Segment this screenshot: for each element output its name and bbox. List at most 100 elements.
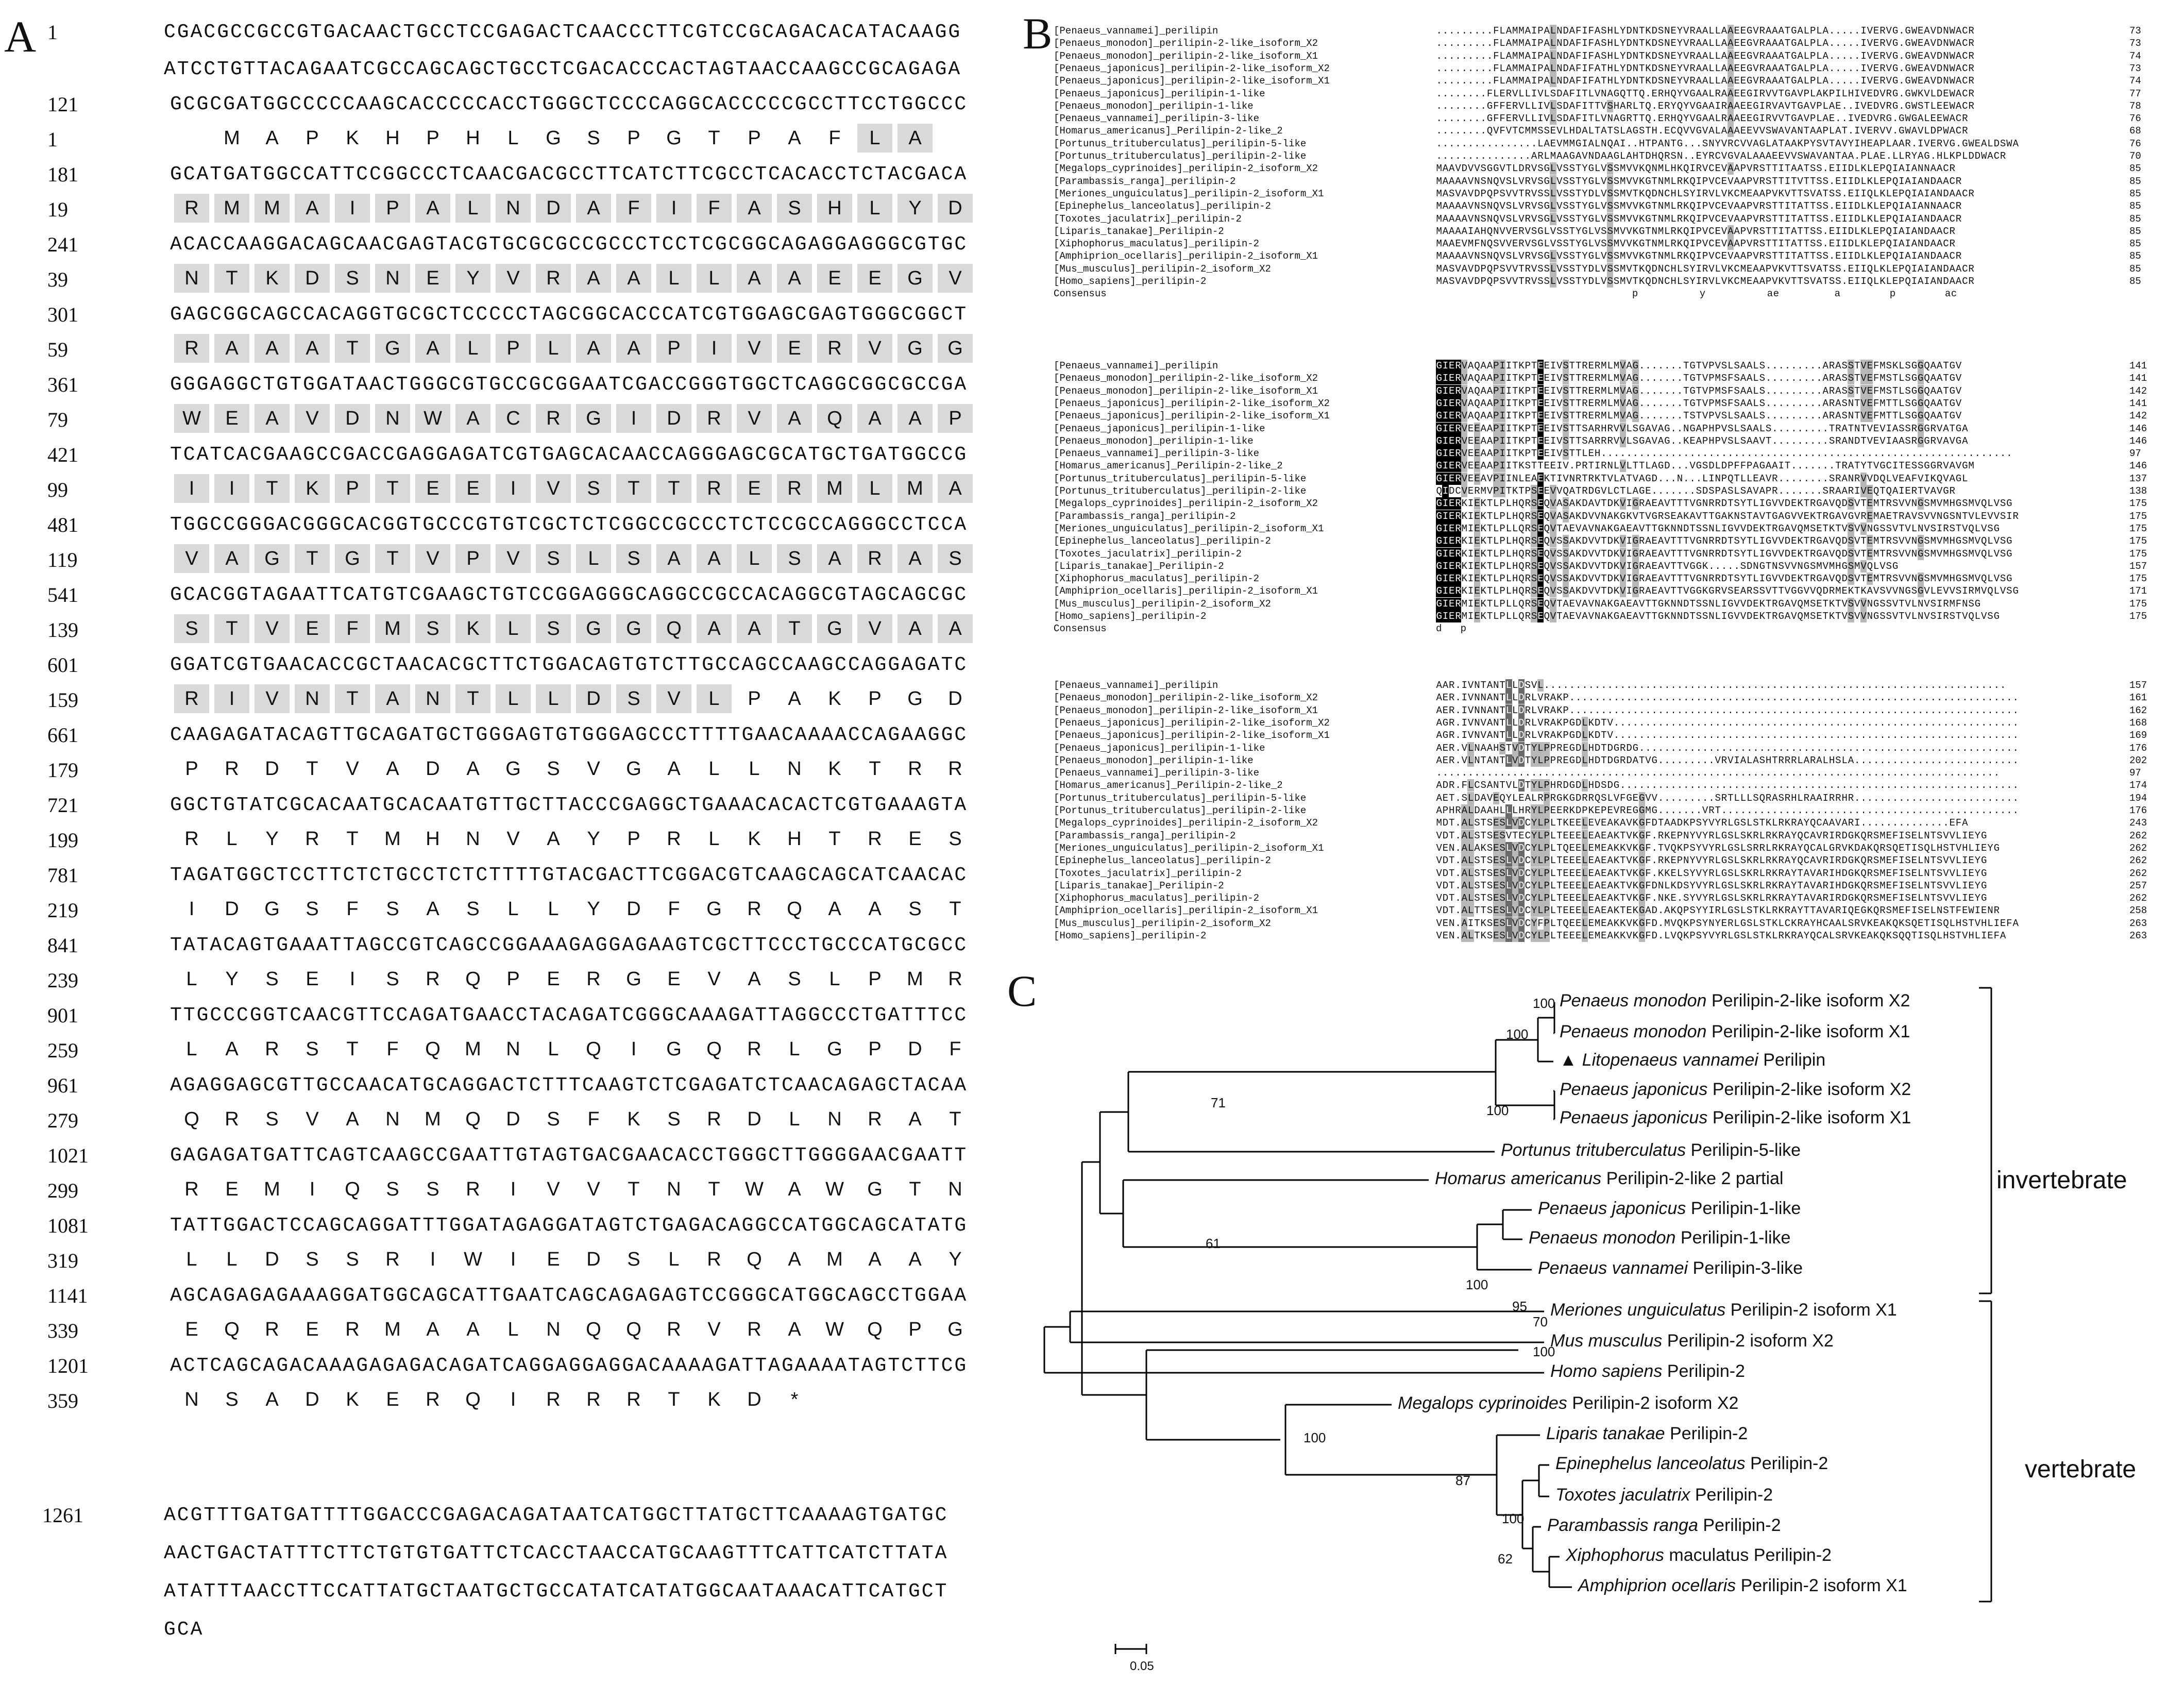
tree-leaf-label: Amphiprion ocellaris Perilipin-2 isoform… — [1578, 1576, 1907, 1596]
amino-acid: A — [898, 614, 933, 643]
protein-name: Perilipin-3-like — [1688, 1258, 1803, 1278]
amino-acid: A — [697, 544, 732, 573]
amino-acid: A — [214, 334, 249, 363]
amino-acid: A — [777, 264, 812, 293]
amino-acid: A — [466, 758, 480, 780]
amino-acid: T — [214, 264, 249, 293]
alignment-sequence-name: [Parambassis_ranga]_perilipin-2 — [1054, 510, 1236, 522]
amino-acid: G — [626, 968, 641, 990]
amino-acid: S — [547, 1108, 560, 1130]
aa-position-number: 199 — [47, 829, 78, 852]
nt-position-number: 721 — [47, 794, 78, 817]
amino-acid: V — [656, 684, 691, 713]
alignment-sequence: AER.VLNTANTLVDTYLPPREGDLHDTDGRDATVG.....… — [1436, 754, 2019, 767]
bootstrap-value: 100 — [1303, 1430, 1326, 1445]
amino-acid: V — [707, 968, 721, 990]
alignment-sequence-name: [Meriones_unguiculatus]_perilipin-2_isof… — [1054, 523, 1324, 534]
amino-acid: A — [576, 334, 611, 363]
bootstrap-value: 87 — [1455, 1473, 1470, 1488]
amino-acid: S — [777, 194, 812, 223]
alignment-sequence: VDT.ALSTSESLVDCYLPLTEEELEAEAKTVKGF.KKELS… — [1436, 867, 1987, 880]
amino-acid: Q — [867, 1319, 883, 1340]
amino-acid: Y — [587, 828, 600, 850]
group-label-vertebrate: vertebrate — [2025, 1456, 2137, 1483]
alignment-sequence-name: [Penaeus_japonicus]_perilipin-2-like_iso… — [1054, 717, 1330, 729]
amino-acid: F — [386, 1038, 399, 1060]
nt-position-number: 1081 — [47, 1214, 89, 1237]
alignment-sequence: ...............ARLMAAGAVNDAAGLAHTDHQRSN.… — [1436, 150, 2006, 162]
alignment-position-number: 162 — [2129, 704, 2147, 716]
alignment-position-number: 175 — [2129, 498, 2147, 510]
amino-acid: N — [375, 264, 410, 293]
amino-acid: L — [857, 474, 892, 503]
amino-acid: W — [174, 404, 209, 433]
amino-acid: N — [546, 1319, 561, 1340]
amino-acid: Q — [224, 1319, 240, 1340]
amino-acid: R — [667, 828, 681, 850]
nucleotide-line: TATTGGACTCCAGCAGGATTTGGATAGAGGATAGTCTGAG… — [170, 1215, 968, 1237]
amino-acid: K — [295, 474, 330, 503]
alignment-sequence: MASVAVDPQPSVVTRVSSLVSSTYDLVSSMVTKQDNCHLS… — [1436, 262, 1974, 275]
amino-acid: I — [335, 194, 370, 223]
alignment-position-number: 175 — [2129, 573, 2147, 585]
amino-acid: L — [455, 334, 490, 363]
amino-acid: R — [345, 1319, 360, 1340]
alignment-sequence: APHRALDAAHLLLHRYLPEERKDPKEPEVREGGMG.....… — [1436, 804, 2019, 817]
alignment-sequence: GIERMIEKTLPLLQRSEQVTAEVAVNAKGAEAVTTGKNND… — [1436, 597, 1981, 610]
amino-acid: V — [737, 334, 772, 363]
amino-acid: N — [375, 404, 410, 433]
amino-acid: A — [898, 404, 933, 433]
amino-acid: * — [790, 1389, 799, 1410]
amino-acid: E — [415, 474, 450, 503]
amino-acid: G — [898, 264, 933, 293]
alignment-sequence: MDT.ALSTSESLVDCYLPLTKEELEVEAKAVKGFDTAADK… — [1436, 817, 1968, 830]
amino-acid: V — [295, 404, 330, 433]
nucleotide-line: TGGCCGGGACGGGCACGGTGCCCGTGTCGCTCTCGGCCGC… — [170, 514, 968, 536]
amino-acid: T — [909, 1178, 921, 1200]
amino-acid: E — [295, 614, 330, 643]
amino-acid: A — [868, 898, 882, 920]
amino-acid: Y — [587, 898, 600, 920]
amino-acid: D — [536, 194, 571, 223]
amino-acid: D — [576, 684, 611, 713]
species-name: Megalops cyprinoides — [1398, 1393, 1567, 1413]
alignment-sequence-name: [Penaeus_japonicus]_perilipin-1-like — [1054, 88, 1265, 99]
alignment-sequence: AER.IVNNANTLLDRLVRAKP...................… — [1436, 692, 2019, 704]
amino-acid: E — [737, 474, 772, 503]
bootstrap-value: 100 — [1533, 996, 1555, 1011]
alignment-sequence: MAAAAVNSNQVSLVRVSGLVSSTYGLVSSMVVKGTNMLRK… — [1436, 212, 1962, 225]
amino-acid: A — [426, 1319, 439, 1340]
amino-acid: S — [306, 1249, 319, 1270]
tree-leaf-label: Portunus trituberculatus Perilipin-5-lik… — [1501, 1140, 1801, 1160]
amino-acid: P — [335, 474, 370, 503]
alignment-sequence-name: [Penaeus_vannamei]_perilipin-3-like — [1054, 448, 1260, 460]
amino-acid: A — [788, 1319, 801, 1340]
amino-acid: R — [868, 1108, 882, 1130]
amino-acid: Q — [465, 1389, 481, 1410]
alignment-sequence-name: [Penaeus_vannamei]_perilipin-3-like — [1054, 767, 1260, 779]
amino-acid: G — [666, 127, 682, 149]
alignment-sequence: ........FLERVLLIVLSDAFITLVNAGQTTQ.ERHQYV… — [1436, 87, 1974, 100]
protein-name: Perilipin-2 isoform X2 — [1662, 1331, 1834, 1351]
nucleotide-line: GGCTGTATCGCACAATGCACAATGTTGCTTACCCGAGGCT… — [170, 794, 968, 816]
amino-acid: A — [255, 404, 290, 433]
alignment-position-number: 262 — [2129, 892, 2147, 904]
alignment-position-number: 74 — [2129, 50, 2141, 62]
amino-acid: G — [898, 334, 933, 363]
amino-acid: A — [576, 194, 611, 223]
amino-acid: Q — [465, 1108, 481, 1130]
amino-acid: P — [748, 688, 761, 710]
amino-acid: Q — [345, 1178, 360, 1200]
amino-acid: I — [697, 334, 732, 363]
amino-acid: V — [707, 1319, 721, 1340]
aa-position-number: 299 — [47, 1179, 78, 1202]
species-name: Epinephelus lanceolatus — [1555, 1454, 1746, 1473]
amino-acid: G — [375, 334, 410, 363]
amino-acid: D — [656, 404, 691, 433]
alignment-position-number: 262 — [2129, 855, 2147, 867]
alignment-position-number: 77 — [2129, 88, 2141, 99]
amino-acid: R — [586, 1389, 601, 1410]
amino-acid: H — [426, 828, 440, 850]
amino-acid: S — [386, 968, 399, 990]
amino-acid: G — [576, 614, 611, 643]
